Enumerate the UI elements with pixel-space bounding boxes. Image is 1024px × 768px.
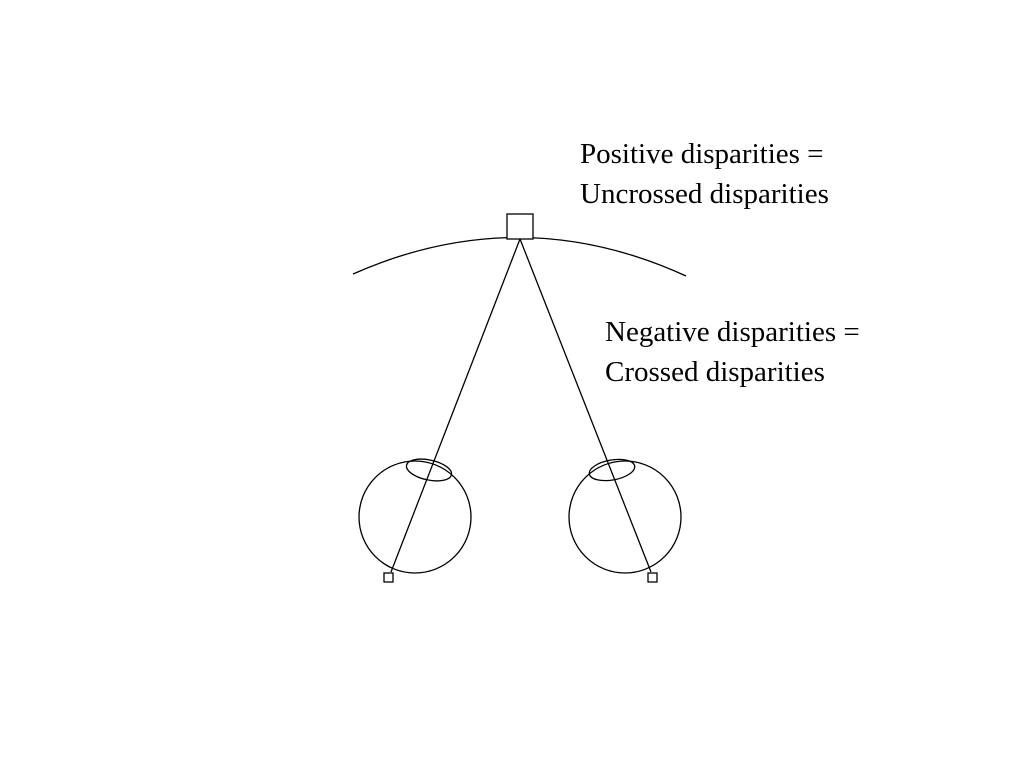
- right-eye: [568, 458, 682, 583]
- left-eye: [358, 458, 472, 583]
- right-eye-lens: [588, 458, 636, 482]
- left-retinal-image-square: [383, 572, 394, 583]
- horopter-arc: [352, 236, 687, 277]
- fixation-target-square: [506, 213, 534, 240]
- right-eyeball: [568, 460, 682, 574]
- left-line-of-sight: [390, 238, 521, 573]
- crossed-disparities-line2: Crossed disparities: [605, 356, 825, 388]
- positive-disparities-label: Positive disparities = Uncrossed dispari…: [580, 134, 829, 214]
- uncrossed-disparities-line2: Uncrossed disparities: [580, 178, 829, 210]
- right-retinal-image-square: [647, 572, 658, 583]
- left-eyeball: [358, 460, 472, 574]
- right-line-of-sight: [519, 238, 652, 573]
- negative-disparities-line1: Negative disparities =: [605, 316, 860, 348]
- negative-disparities-label: Negative disparities = Crossed dispariti…: [605, 312, 860, 392]
- positive-disparities-line1: Positive disparities =: [580, 138, 824, 170]
